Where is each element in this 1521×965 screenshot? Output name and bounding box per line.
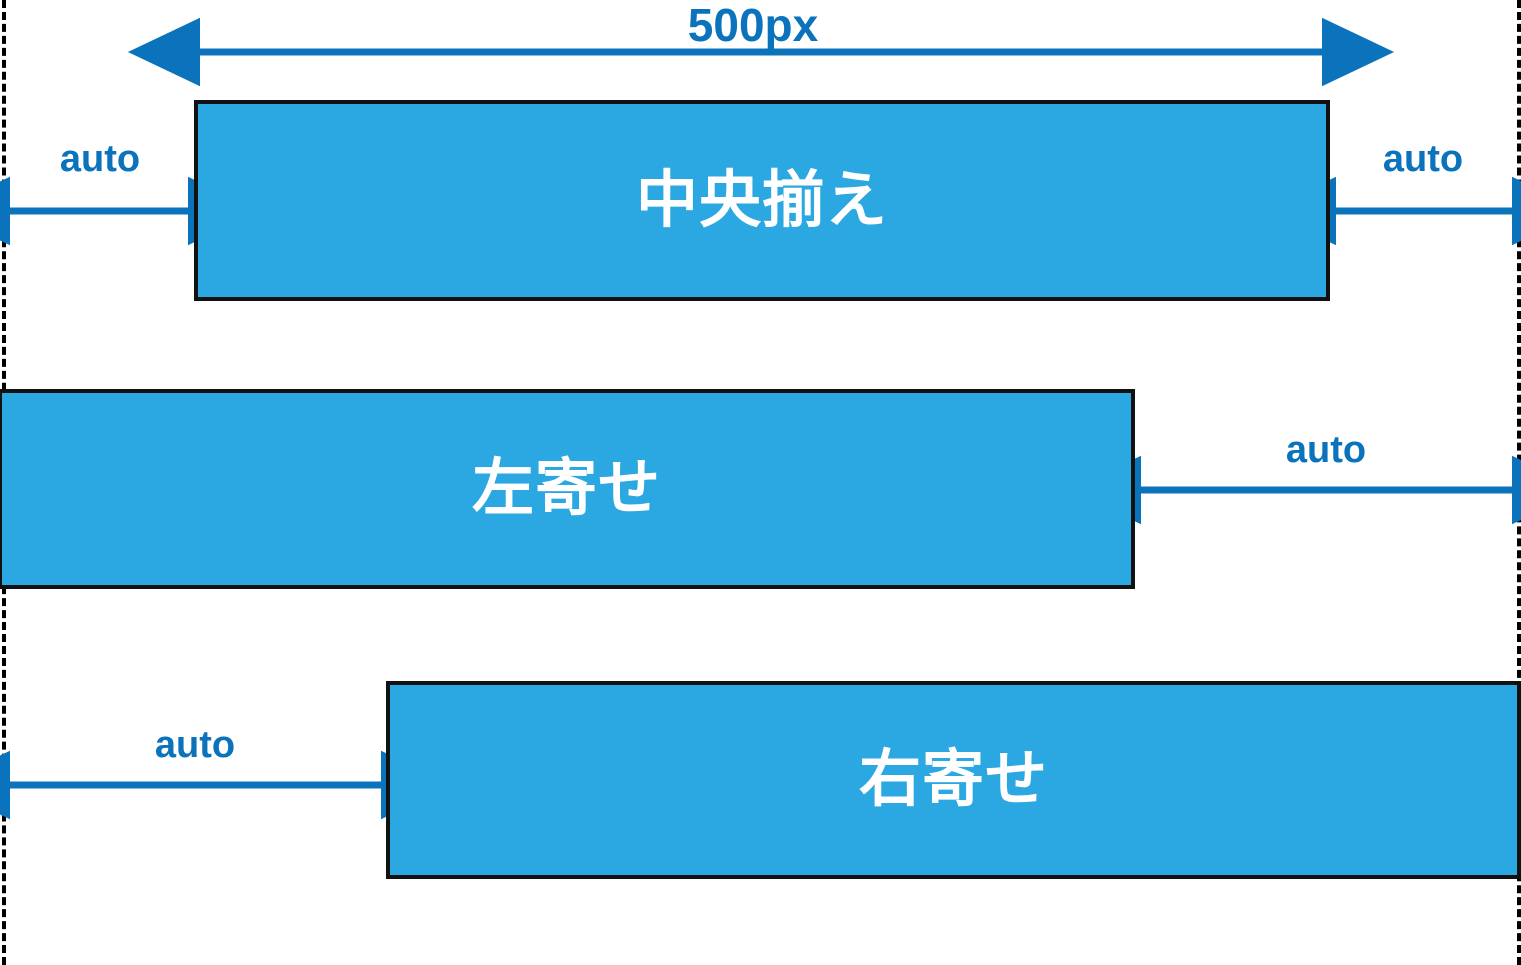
box-center-aligned-label: 中央揃え bbox=[635, 165, 888, 235]
label-total-width: 500px bbox=[687, 0, 819, 51]
box-center-aligned: 中央揃え bbox=[194, 100, 1330, 301]
box-left-aligned-label: 左寄せ bbox=[471, 454, 661, 523]
box-right-aligned: 右寄せ bbox=[386, 681, 1521, 879]
box-right-aligned-label: 右寄せ bbox=[858, 745, 1048, 814]
label-auto-top-right: auto bbox=[1382, 138, 1464, 180]
label-auto-middle-right: auto bbox=[1285, 429, 1367, 471]
box-left-aligned: 左寄せ bbox=[0, 389, 1135, 589]
label-auto-top-left: auto bbox=[59, 138, 141, 180]
label-auto-bottom-left: auto bbox=[154, 724, 236, 766]
